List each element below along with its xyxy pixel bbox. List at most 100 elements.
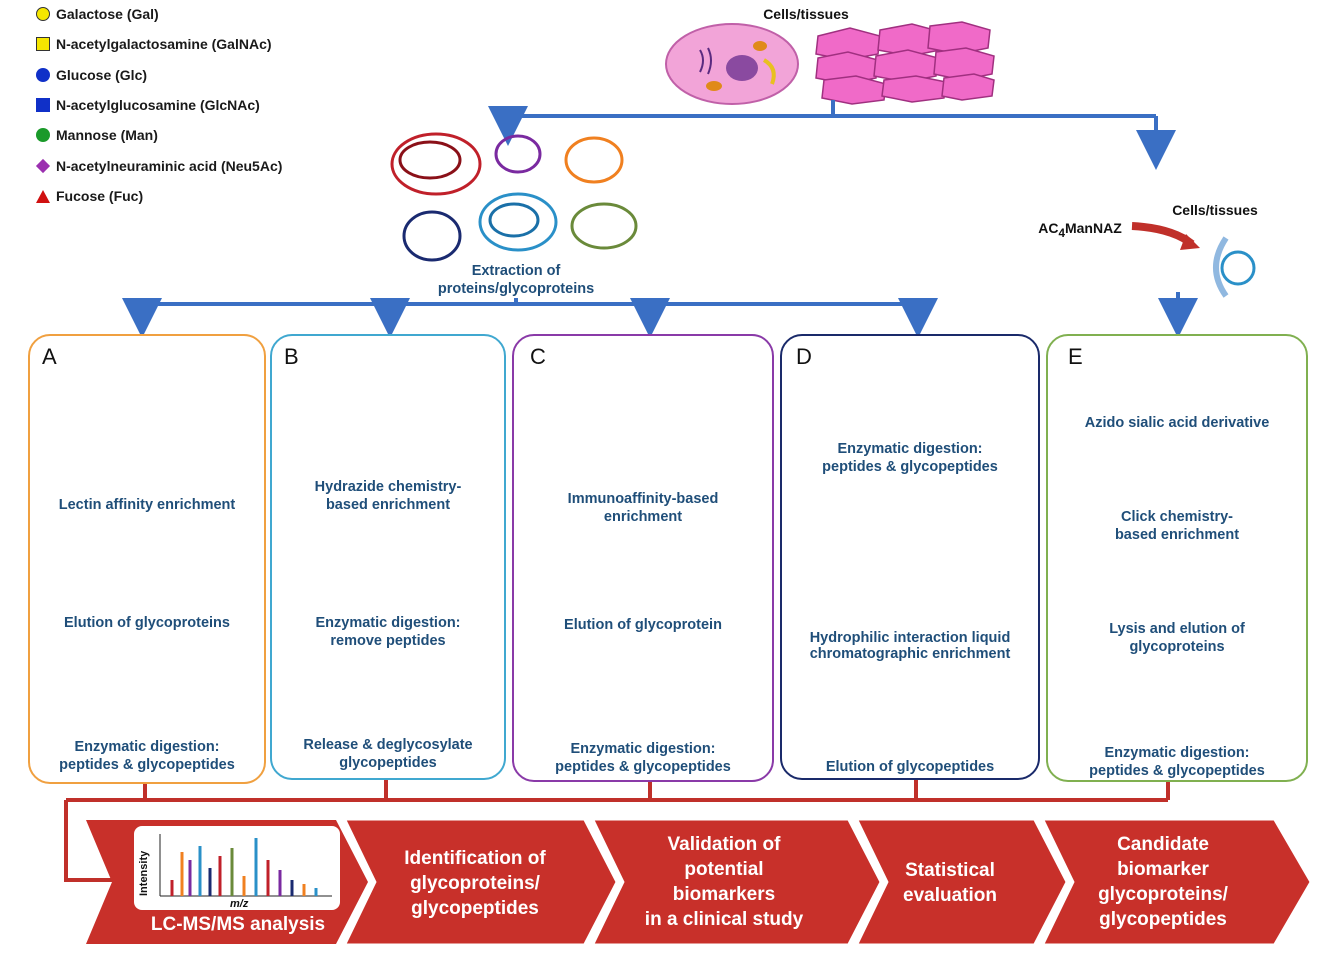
immunoaffinity-label: Immunoaffinity-based enrichment (514, 490, 772, 526)
ms-xaxis-label: m/z (230, 898, 249, 910)
identification-line-1: Identification of (404, 848, 546, 869)
panel-letter-c: C (530, 344, 546, 369)
ms-spectrum (134, 826, 340, 910)
legend-item-glcnac: N-acetylglucosamine (GlcNAc) (36, 97, 260, 113)
digestion-label-e: Enzymatic digestion: peptides & glycopep… (1048, 744, 1306, 780)
click-chemistry-line-2: based enrichment (1114, 527, 1240, 543)
validation-label: Validation of potential biomarkers in a … (622, 832, 826, 932)
candidate-line-2: biomarker (1117, 859, 1209, 880)
digestion-line-2: peptides & glycopeptides (59, 757, 235, 773)
legend-label: Fucose (Fuc) (56, 188, 144, 204)
candidate-label: Candidate biomarker glycoproteins/ glyco… (1070, 832, 1256, 932)
validation-line-3: biomarkers (672, 884, 776, 905)
bottom-connectors (64, 778, 1170, 882)
validation-line-1: Validation of (667, 834, 781, 855)
hydrazide-line-2: based enrichment (325, 497, 451, 513)
legend-label: Mannose (Man) (56, 127, 158, 143)
azido-sialic-label: Azido sialic acid derivative (1084, 415, 1270, 431)
legend-label: N-acetylneuraminic acid (Neu5Ac) (56, 158, 283, 174)
digestion-line-1: Enzymatic digestion: (570, 741, 716, 757)
extraction-line-1: Extraction of (471, 263, 561, 279)
legend-item-galnac: N-acetylgalactosamine (GalNAc) (36, 36, 272, 52)
yellow-square-icon (36, 37, 50, 51)
deglycosylate-line-2: glycopeptides (339, 755, 437, 771)
yellow-circle-icon (36, 7, 50, 21)
statistical-line-2: evaluation (903, 885, 997, 906)
digestion-line-2: peptides & glycopeptides (822, 459, 998, 475)
digestion-line-1: Enzymatic digestion: (74, 739, 220, 755)
pipeline-chevrons (86, 819, 1311, 945)
legend-label: Galactose (Gal) (56, 6, 159, 22)
click-chemistry-label: Click chemistry- based enrichment (1048, 508, 1306, 544)
ms-yaxis-label: Intensity (138, 840, 152, 900)
reagent-subscript: 4 (1058, 226, 1065, 240)
legend-item-mannose: Mannose (Man) (36, 127, 158, 143)
hydrazide-line-1: Hydrazide chemistry- (314, 479, 462, 495)
digestion-line-1: Enzymatic digestion: (1104, 745, 1250, 761)
elution-glycoproteins-label: Elution of glycoproteins (64, 615, 230, 631)
immunoaffinity-line-2: enrichment (603, 509, 683, 525)
deglycosylate-line-1: Release & deglycosylate (303, 737, 473, 753)
elution-glycopeptides-label: Elution of glycopeptides (825, 759, 995, 775)
click-chemistry-line-1: Click chemistry- (1120, 509, 1234, 525)
lysis-elution-line-2: glycoproteins (1129, 639, 1225, 655)
panel-c: C Immunoaffinity-based enrichment Elutio… (512, 334, 774, 782)
legend-item-glucose: Glucose (Glc) (36, 67, 147, 83)
legend-item-galactose: Galactose (Gal) (36, 6, 159, 22)
protein-cluster (390, 132, 638, 262)
panel-letter-e: E (1068, 344, 1083, 369)
panel-letter-a: A (42, 344, 57, 369)
validation-line-4: in a clinical study (644, 909, 804, 930)
lectin-affinity-label: Lectin affinity enrichment (58, 497, 236, 513)
identification-line-2: glycoproteins/ (410, 873, 540, 894)
lcms-label: LC-MS/MS analysis (150, 914, 326, 935)
legend-item-fucose: Fucose (Fuc) (36, 188, 143, 204)
legend-item-neu5ac: N-acetylneuraminic acid (Neu5Ac) (35, 158, 283, 174)
panel-b: B Hydrazide chemistry- based enrichment … (270, 334, 506, 780)
candidate-line-4: glycopeptides (1099, 909, 1227, 930)
blue-square-icon (36, 98, 50, 112)
reagent-suffix: ManNAZ (1064, 220, 1122, 236)
hilic-line-2: chromatographic enrichment (809, 646, 1011, 662)
lysis-elution-line-1: Lysis and elution of (1109, 621, 1245, 637)
blue-circle-icon (36, 68, 50, 82)
legend-label: N-acetylglucosamine (GlcNAc) (56, 97, 260, 113)
elution-glycoprotein-label: Elution of glycoprotein (564, 617, 722, 633)
hilic-line-1: Hydrophilic interaction liquid (809, 630, 1011, 646)
reagent-prefix: AC (1038, 220, 1059, 236)
panel-a: A Lectin affinity enrichment Elution of … (28, 334, 266, 784)
identification-label: Identification of glycoproteins/ glycope… (372, 846, 578, 921)
panel-letter-b: B (284, 344, 299, 369)
immunoaffinity-line-1: Immunoaffinity-based (567, 491, 719, 507)
legend-label: Glucose (Glc) (56, 67, 148, 83)
digestion-label-c: Enzymatic digestion: peptides & glycopep… (514, 740, 772, 776)
digestion-line-1: Enzymatic digestion: (837, 441, 983, 457)
candidate-line-3: glycoproteins/ (1098, 884, 1228, 905)
remove-peptides-line-2: remove peptides (330, 633, 446, 649)
hydrazide-label: Hydrazide chemistry- based enrichment (272, 478, 504, 514)
legend-label: N-acetylgalactosamine (GalNAc) (56, 36, 272, 52)
candidate-line-1: Candidate (1117, 834, 1209, 855)
remove-peptides-label: Enzymatic digestion: remove peptides (272, 614, 504, 650)
digestion-label-d: Enzymatic digestion: peptides & glycopep… (782, 440, 1038, 476)
intensity-label: Intensity (138, 850, 150, 896)
lysis-elution-label: Lysis and elution of glycoproteins (1048, 620, 1306, 656)
statistical-label: Statistical evaluation (878, 858, 1022, 908)
panel-d: D Enzymatic digestion: peptides & glycop… (780, 334, 1040, 780)
panel-letter-d: D (796, 344, 812, 369)
labeling-arrow (1131, 222, 1195, 248)
single-cell-illustration (665, 23, 799, 105)
extraction-label: Extraction of proteins/glycoproteins (406, 262, 626, 298)
digestion-line-2: peptides & glycopeptides (555, 759, 731, 775)
green-circle-icon (36, 128, 50, 142)
top-flow-arrows (122, 100, 1198, 338)
remove-peptides-line-1: Enzymatic digestion: (315, 615, 461, 631)
cells-label-right: Cells/tissues (1172, 202, 1258, 218)
identification-line-3: glycopeptides (411, 898, 539, 919)
hilic-label: Hydrophilic interaction liquid chromatog… (782, 630, 1038, 662)
red-triangle-icon (36, 189, 50, 203)
validation-line-2: potential (684, 859, 764, 880)
extraction-line-2: proteins/glycoproteins (437, 281, 595, 297)
statistical-line-1: Statistical (905, 860, 995, 881)
reagent-label: AC4ManNAZ (1030, 220, 1130, 242)
